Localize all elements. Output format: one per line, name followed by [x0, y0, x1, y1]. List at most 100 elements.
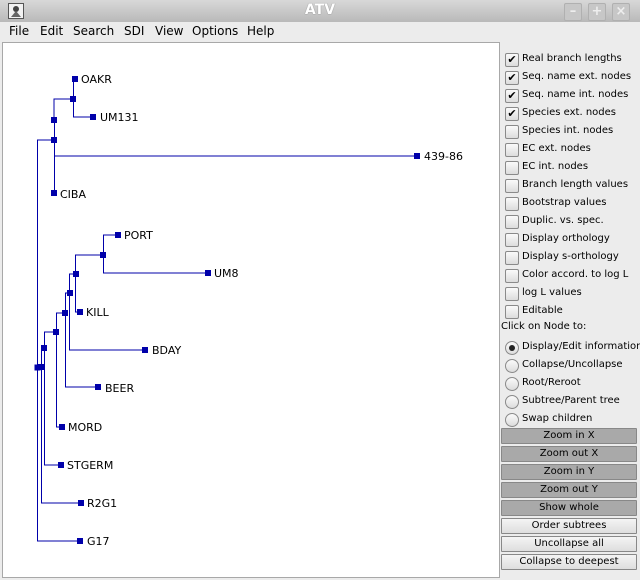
checkbox-display-orthology[interactable]: Display orthology [504, 231, 640, 249]
checkbox-icon[interactable] [505, 143, 519, 157]
checkbox-bootstrap-values[interactable]: Bootstrap values [504, 195, 640, 213]
checkbox-seq-name-int[interactable]: ✔Seq. name int. nodes [504, 87, 640, 105]
tree-node[interactable] [70, 96, 76, 102]
tree-node[interactable] [51, 137, 57, 143]
checkbox-icon[interactable]: ✔ [505, 89, 519, 103]
tree-node[interactable] [77, 538, 83, 544]
window-title: ATV [304, 2, 336, 18]
checkbox-duplic-vs-spec[interactable]: Duplic. vs. spec. [504, 213, 640, 231]
leaf-label: PORT [124, 229, 153, 242]
show-whole-button[interactable]: Show whole [501, 500, 637, 516]
click-on-node-heading: Click on Node to: [501, 321, 587, 332]
tree-node[interactable] [95, 384, 101, 390]
checkbox-icon[interactable] [505, 197, 519, 211]
tree-node[interactable] [77, 309, 83, 315]
leaf-label: KILL [86, 306, 110, 319]
zoom-in-x-button[interactable]: Zoom in X [501, 428, 637, 444]
tree-node[interactable] [78, 500, 84, 506]
maximize-icon[interactable]: + [588, 3, 606, 21]
checkbox-icon[interactable] [505, 161, 519, 175]
tree-node[interactable] [72, 76, 78, 82]
tree-node[interactable] [34, 364, 41, 371]
radio-collapse-uncollapse[interactable]: Collapse/Uncollapse [504, 357, 640, 375]
checkbox-branch-length-values[interactable]: Branch length values [504, 177, 640, 195]
checkbox-species-ext[interactable]: ✔Species ext. nodes [504, 105, 640, 123]
tree-canvas[interactable]: OAKR UM131 439-86 CIBA PORT UM8 KILL BDA… [2, 42, 500, 578]
zoom-in-y-button[interactable]: Zoom in Y [501, 464, 637, 480]
collapse-to-deepest-button[interactable]: Collapse to deepest [501, 554, 637, 570]
tree-node[interactable] [51, 190, 57, 196]
checkbox-species-int[interactable]: Species int. nodes [504, 123, 640, 141]
menu-search[interactable]: Search [73, 24, 115, 38]
order-subtrees-button[interactable]: Order subtrees [501, 518, 637, 534]
tree-node[interactable] [115, 232, 121, 238]
radio-swap-children[interactable]: Swap children [504, 411, 640, 429]
leaf-label: BEER [105, 382, 134, 395]
radio-display-edit-info[interactable]: Display/Edit information [504, 339, 640, 357]
radio-icon[interactable] [505, 395, 519, 409]
tree-node[interactable] [62, 310, 68, 316]
close-icon[interactable]: × [612, 3, 630, 21]
tree-node[interactable] [205, 270, 211, 276]
checkbox-real-branch-lengths[interactable]: ✔Real branch lengths [504, 51, 640, 69]
checkbox-icon[interactable] [505, 125, 519, 139]
checkbox-icon[interactable] [505, 269, 519, 283]
radio-icon[interactable] [505, 377, 519, 391]
radio-icon[interactable] [505, 413, 519, 427]
checkbox-ec-int[interactable]: EC int. nodes [504, 159, 640, 177]
menu-options[interactable]: Options [192, 24, 239, 38]
uncollapse-all-button[interactable]: Uncollapse all [501, 536, 637, 552]
leaf-label: G17 [87, 535, 110, 548]
leaf-label: UM8 [214, 267, 239, 280]
tree-node[interactable] [53, 329, 59, 335]
tree-node[interactable] [414, 153, 420, 159]
checkbox-log-l-values[interactable]: log L values [504, 285, 640, 303]
tree-node[interactable] [67, 290, 73, 296]
menu-file[interactable]: File [9, 24, 30, 38]
menu-edit[interactable]: Edit [40, 24, 64, 38]
tree-node[interactable] [41, 345, 47, 351]
checkbox-display-s-orthology[interactable]: Display s-orthology [504, 249, 640, 267]
tree-node[interactable] [38, 364, 44, 370]
phylogenetic-tree[interactable]: OAKR UM131 439-86 CIBA PORT UM8 KILL BDA… [3, 43, 499, 577]
tree-node[interactable] [58, 462, 64, 468]
zoom-out-x-button[interactable]: Zoom out X [501, 446, 637, 462]
app-icon [8, 3, 24, 19]
radio-icon[interactable] [505, 341, 519, 355]
leaf-label: MORD [68, 421, 102, 434]
tree-node[interactable] [90, 114, 96, 120]
tree-nodes [34, 76, 420, 544]
menu-bar: File Edit Search SDI View Options Help [0, 22, 640, 41]
leaf-label: OAKR [81, 73, 112, 86]
minimize-icon[interactable]: – [564, 3, 582, 21]
checkbox-icon[interactable] [505, 233, 519, 247]
radio-root-reroot[interactable]: Root/Reroot [504, 375, 640, 393]
tree-node[interactable] [100, 252, 106, 258]
tree-node[interactable] [59, 424, 65, 430]
checkbox-icon[interactable] [505, 305, 519, 319]
checkbox-editable[interactable]: Editable [504, 303, 640, 321]
checkbox-seq-name-ext[interactable]: ✔Seq. name ext. nodes [504, 69, 640, 87]
checkbox-icon[interactable]: ✔ [505, 107, 519, 121]
tree-node[interactable] [142, 347, 148, 353]
menu-help[interactable]: Help [247, 24, 275, 38]
tree-node[interactable] [51, 117, 57, 123]
menu-view[interactable]: View [155, 24, 184, 38]
title-bar: ATV – + × [0, 0, 640, 23]
checkbox-icon[interactable]: ✔ [505, 71, 519, 85]
leaf-label: CIBA [60, 188, 86, 201]
checkbox-icon[interactable] [505, 215, 519, 229]
radio-subtree-parent[interactable]: Subtree/Parent tree [504, 393, 640, 411]
zoom-out-y-button[interactable]: Zoom out Y [501, 482, 637, 498]
checkbox-color-log-l[interactable]: Color accord. to log L [504, 267, 640, 285]
checkbox-icon[interactable]: ✔ [505, 53, 519, 67]
radio-icon[interactable] [505, 359, 519, 373]
checkbox-icon[interactable] [505, 287, 519, 301]
menu-sdi[interactable]: SDI [124, 24, 145, 38]
control-panel: ✔Real branch lengths ✔Seq. name ext. nod… [500, 48, 640, 578]
tree-node[interactable] [73, 271, 79, 277]
leaf-label: BDAY [152, 344, 181, 357]
checkbox-icon[interactable] [505, 251, 519, 265]
checkbox-icon[interactable] [505, 179, 519, 193]
checkbox-ec-ext[interactable]: EC ext. nodes [504, 141, 640, 159]
